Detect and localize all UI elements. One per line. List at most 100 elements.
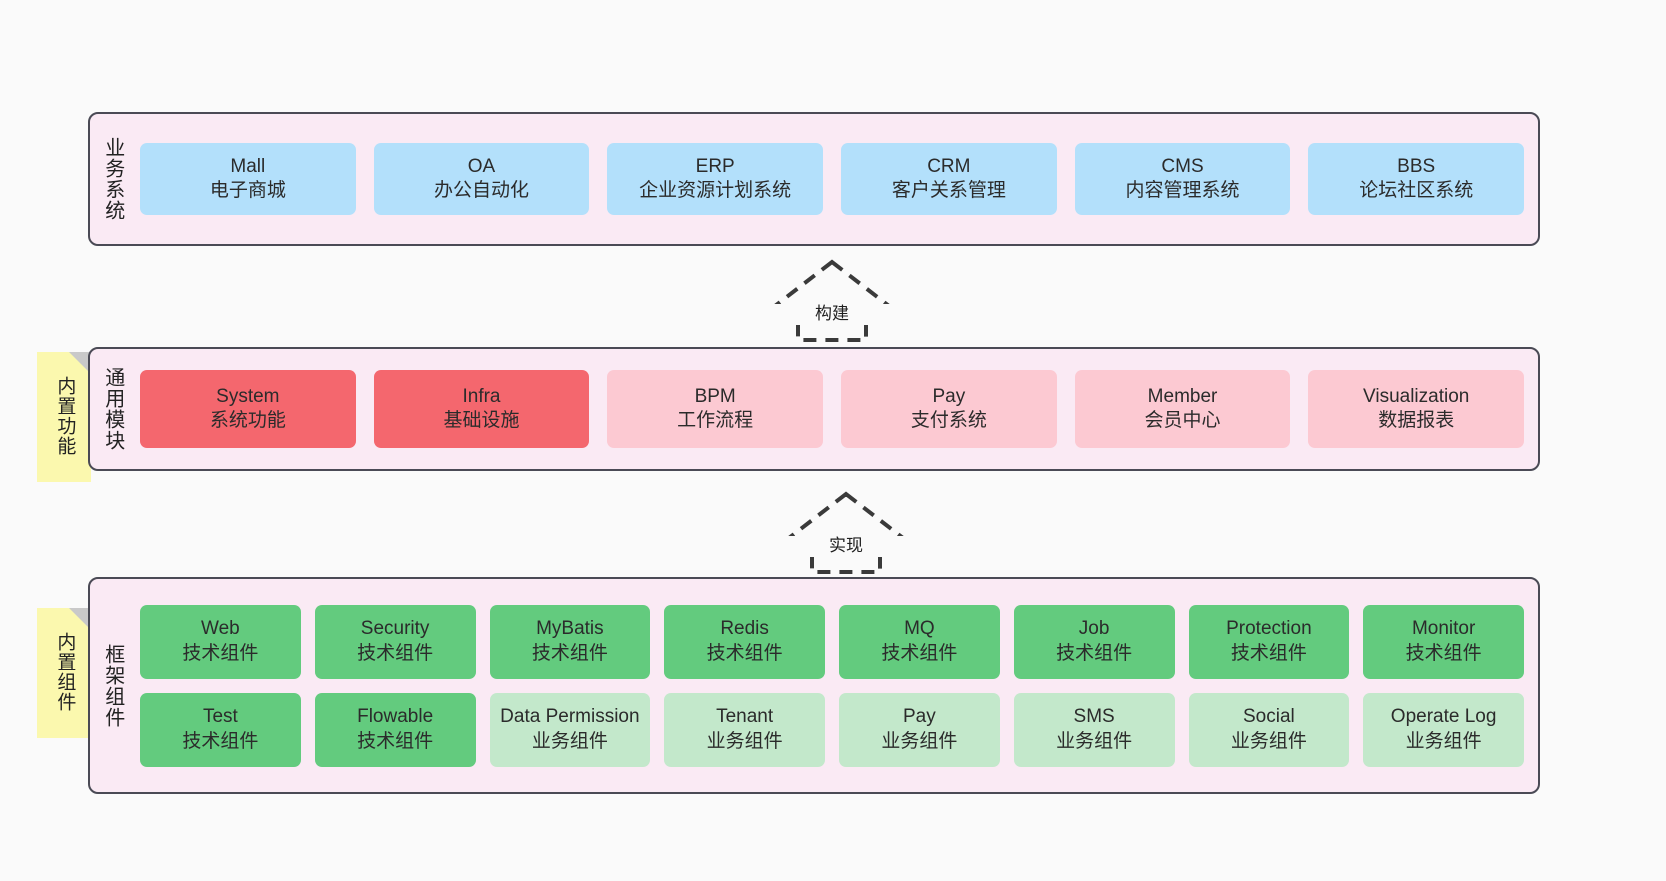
card-subtitle: 业务组件	[881, 730, 958, 752]
card-protection[interactable]: Protection 技术组件	[1188, 604, 1350, 679]
card-redis[interactable]: Redis 技术组件	[664, 604, 825, 679]
card-sms[interactable]: SMS 业务组件	[1013, 692, 1175, 767]
card-title: Job	[1078, 618, 1110, 640]
card-security[interactable]: Security 技术组件	[314, 604, 476, 679]
arrow-implement: 实现	[772, 490, 920, 576]
card-title: Flowable	[357, 706, 434, 728]
card-title: SMS	[1073, 706, 1115, 728]
card-bpm[interactable]: BPM 工作流程	[607, 370, 824, 448]
card-subtitle: 基础设施	[443, 410, 520, 431]
layer-body-business-system: Mall 电子商城 OA 办公自动化 ERP 企业资源计划系统 CRM 客户关系…	[134, 114, 1538, 244]
card-subtitle: 技术组件	[1056, 642, 1133, 664]
card-title: Test	[202, 706, 238, 728]
row: Test 技术组件 Flowable 技术组件 Data Permission …	[140, 692, 1524, 767]
card-subtitle: 技术组件	[357, 730, 434, 752]
card-pay[interactable]: Pay 支付系统	[841, 370, 1057, 448]
card-subtitle: 论坛社区系统	[1359, 180, 1474, 201]
folded-corner-icon	[69, 608, 91, 630]
row: Web 技术组件 Security 技术组件 MyBatis 技术组件 Redi…	[140, 604, 1524, 679]
sticky-tab-builtin-component: 内置组件	[37, 608, 91, 738]
card-subtitle: 技术组件	[182, 642, 259, 664]
card-subtitle: 业务组件	[706, 730, 783, 752]
card-data-permission[interactable]: Data Permission 业务组件	[489, 692, 651, 767]
card-subtitle: 业务组件	[1405, 730, 1482, 752]
card-title: Pay	[932, 385, 966, 407]
card-title: Social	[1243, 706, 1295, 728]
folded-corner-icon	[69, 352, 91, 374]
card-subtitle: 内容管理系统	[1125, 180, 1240, 201]
arrow-implement-label: 实现	[772, 536, 920, 557]
card-title: MQ	[904, 618, 935, 640]
row: Mall 电子商城 OA 办公自动化 ERP 企业资源计划系统 CRM 客户关系…	[140, 143, 1525, 215]
card-mq[interactable]: MQ 技术组件	[839, 604, 1000, 679]
card-title: Tenant	[716, 706, 774, 728]
card-subtitle: 企业资源计划系统	[639, 180, 792, 201]
layer-framework-component: 框架组件 Web 技术组件 Security 技术组件 MyBatis 技术组件…	[88, 577, 1540, 794]
card-title: Redis	[720, 618, 769, 640]
card-subtitle: 电子商城	[209, 180, 286, 201]
card-subtitle: 技术组件	[531, 642, 608, 664]
card-web[interactable]: Web 技术组件	[140, 604, 301, 679]
card-title: BBS	[1397, 155, 1436, 177]
card-crm[interactable]: CRM 客户关系管理	[841, 143, 1057, 215]
card-oa[interactable]: OA 办公自动化	[373, 143, 590, 215]
card-system[interactable]: System 系统功能	[140, 370, 356, 448]
layer-business-system: 业务系统 Mall 电子商城 OA 办公自动化 ERP 企业资源计划系统 CRM…	[88, 112, 1540, 246]
sticky-tab-builtin-function: 内置功能	[37, 352, 91, 482]
card-cms[interactable]: CMS 内容管理系统	[1074, 143, 1291, 215]
card-title: Operate Log	[1390, 706, 1497, 728]
card-title: Data Permission	[500, 706, 640, 728]
card-title: Security	[360, 618, 430, 640]
card-tenant[interactable]: Tenant 业务组件	[664, 692, 825, 767]
card-subtitle: 业务组件	[1056, 730, 1133, 752]
row: System 系统功能 Infra 基础设施 BPM 工作流程 Pay 支付系统…	[140, 370, 1525, 448]
card-subtitle: 系统功能	[209, 410, 286, 431]
card-subtitle: 客户关系管理	[891, 180, 1006, 201]
card-subtitle: 技术组件	[1405, 642, 1482, 664]
card-title: Pay	[903, 706, 936, 728]
arrow-build: 构建	[758, 258, 906, 344]
card-title: OA	[467, 155, 496, 177]
card-subtitle: 技术组件	[357, 642, 434, 664]
card-member[interactable]: Member 会员中心	[1074, 370, 1291, 448]
layer-common-module: 通用模块 System 系统功能 Infra 基础设施 BPM 工作流程 Pay…	[88, 347, 1540, 471]
card-title: Web	[201, 618, 240, 640]
card-title: CMS	[1161, 155, 1204, 177]
sticky-tab-label: 内置组件	[54, 632, 76, 712]
card-mall[interactable]: Mall 电子商城	[140, 143, 356, 215]
card-title: Monitor	[1411, 618, 1476, 640]
card-title: Visualization	[1363, 385, 1470, 407]
card-subtitle: 数据报表	[1378, 410, 1455, 431]
card-title: Protection	[1226, 618, 1312, 640]
card-title: BPM	[694, 385, 736, 407]
card-job[interactable]: Job 技术组件	[1013, 604, 1175, 679]
card-pay-business[interactable]: Pay 业务组件	[839, 692, 1000, 767]
card-subtitle: 技术组件	[881, 642, 958, 664]
card-flowable[interactable]: Flowable 技术组件	[314, 692, 476, 767]
layer-body-framework-component: Web 技术组件 Security 技术组件 MyBatis 技术组件 Redi…	[134, 579, 1538, 792]
layer-body-common-module: System 系统功能 Infra 基础设施 BPM 工作流程 Pay 支付系统…	[134, 349, 1538, 469]
card-title: System	[216, 385, 280, 407]
card-subtitle: 技术组件	[182, 730, 259, 752]
arrow-build-label: 构建	[758, 304, 906, 325]
layer-title-business-system: 业务系统	[101, 137, 124, 221]
card-operate-log[interactable]: Operate Log 业务组件	[1363, 692, 1524, 767]
card-infra[interactable]: Infra 基础设施	[373, 370, 590, 448]
card-subtitle: 技术组件	[706, 642, 783, 664]
card-visualization[interactable]: Visualization 数据报表	[1308, 370, 1525, 448]
card-title: Member	[1147, 385, 1218, 407]
card-subtitle: 会员中心	[1144, 410, 1221, 431]
card-title: CRM	[927, 155, 971, 177]
card-title: Infra	[462, 385, 501, 407]
card-monitor[interactable]: Monitor 技术组件	[1363, 604, 1524, 679]
card-bbs[interactable]: BBS 论坛社区系统	[1308, 143, 1525, 215]
card-erp[interactable]: ERP 企业资源计划系统	[607, 143, 824, 215]
card-test[interactable]: Test 技术组件	[140, 692, 301, 767]
card-subtitle: 支付系统	[910, 410, 987, 431]
card-title: MyBatis	[536, 618, 604, 640]
sticky-tab-label: 内置功能	[54, 376, 76, 456]
card-subtitle: 业务组件	[531, 730, 608, 752]
card-social[interactable]: Social 业务组件	[1188, 692, 1350, 767]
card-mybatis[interactable]: MyBatis 技术组件	[489, 604, 651, 679]
